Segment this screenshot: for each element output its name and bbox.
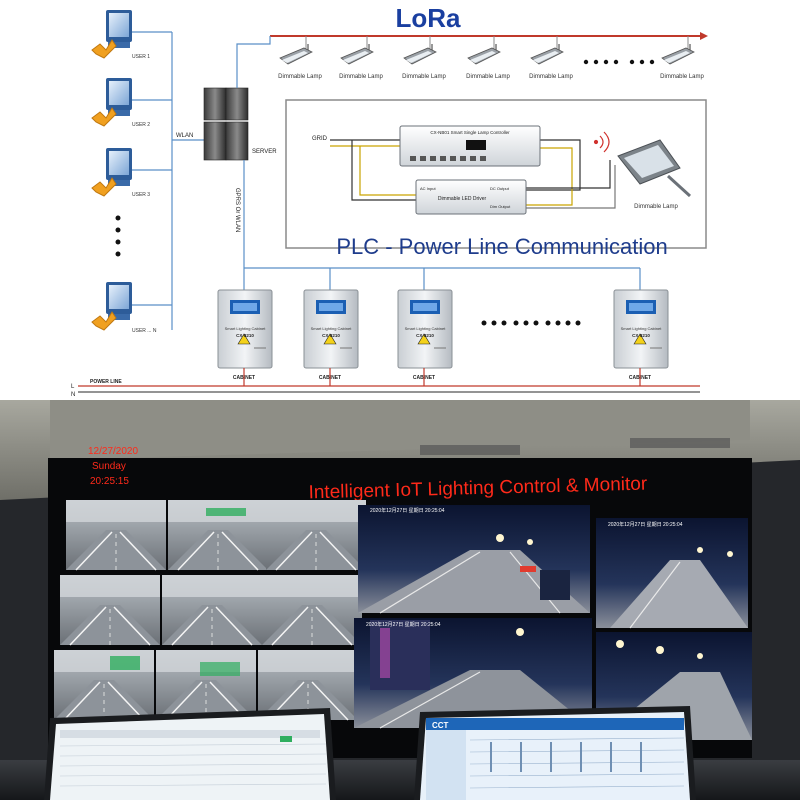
cabinet-model: CX-8210 [416, 333, 434, 338]
cabinet-3: Smart Lighting Cabinet CX-8210 CABINET [397, 289, 453, 381]
monitor-logo: CCT [432, 721, 449, 730]
dimmable-lamp-2: Dimmable Lamp [339, 36, 384, 80]
lamp-label: Dimmable Lamp [402, 74, 446, 80]
control-room-svg: 12/27/2020 Sunday 20:25:15 Intelligent I… [0, 400, 800, 800]
cabinet-name: Smart Lighting Cabinet [225, 326, 267, 331]
controller-label: CX-NB01 Smart Single Lamp Controller [430, 130, 510, 135]
dim-output-label: Dim Output [490, 204, 511, 209]
user-station-3: USER 3 [91, 147, 150, 198]
diagram-svg: LoRa Dimmable Lamp Dimmable Lamp [71, 3, 708, 398]
user-label: USER 1 [132, 54, 150, 60]
wall-day: Sunday [92, 461, 126, 472]
cabinet-model: CX-8210 [322, 333, 340, 338]
server-icon [203, 87, 249, 161]
cabinet-name: Smart Lighting Cabinet [621, 326, 663, 331]
right-monitor: CCT [414, 706, 696, 800]
user-station-1: USER 1 [91, 9, 150, 60]
tunnel-camera-grid [53, 499, 367, 721]
dimmable-lamp-5: Dimmable Lamp [529, 36, 574, 80]
lamp-label: Dimmable Lamp [529, 74, 573, 80]
camera-timestamp-3: 2020年12月27日 星期日 20:25:04 [366, 621, 441, 628]
grid-label: GRID [312, 136, 328, 142]
user-label: USER ... N [132, 328, 157, 334]
system-diagram: LoRa Dimmable Lamp Dimmable Lamp [71, 3, 708, 398]
driver-label: Dimmable LED Driver [438, 196, 487, 202]
user-station-2: USER 2 [91, 77, 150, 128]
power-line-label: POWER LINE [90, 379, 122, 385]
lora-title: LoRa [396, 3, 462, 33]
cabinet-ellipsis [481, 320, 581, 326]
wireless-signal-icon [593, 131, 610, 153]
user-label: USER 2 [132, 122, 150, 128]
left-monitor [44, 708, 336, 800]
gprs-label: GPRS Or WLAN [234, 188, 240, 232]
line-n-label: N [71, 392, 75, 398]
lamp-label: Dimmable Lamp [466, 74, 510, 80]
dimmable-lamp-4: Dimmable Lamp [466, 36, 511, 80]
plc-lamp-label: Dimmable Lamp [634, 204, 678, 210]
plc-title: PLC - Power Line Communication [336, 234, 667, 259]
lora-lamps: Dimmable Lamp Dimmable Lamp Dimmable Lam… [278, 36, 705, 80]
street-lamp-icon [617, 139, 692, 198]
lamp-label: Dimmable Lamp [339, 74, 383, 80]
wlan-label: WLAN [176, 133, 193, 139]
wall-time: 20:25:15 [90, 476, 129, 487]
user-station-n: USER ... N [91, 281, 157, 334]
dimmable-lamp-6: Dimmable Lamp [660, 36, 705, 80]
camera-timestamp-1: 2020年12月27日 星期日 20:25:04 [370, 507, 445, 514]
user-stations: USER 1 USER 2 USER 3 USER ... N [91, 9, 157, 334]
server-lora-link [236, 36, 271, 88]
camera-timestamp-2: 2020年12月27日 星期日 20:25:04 [608, 521, 683, 528]
dimmable-lamp-1: Dimmable Lamp [278, 36, 323, 80]
cabinet-2: Smart Lighting Cabinet CX-8210 CABINET [303, 289, 359, 381]
ac-input-label: AC Input [420, 186, 436, 191]
cabinet-name: Smart Lighting Cabinet [311, 326, 353, 331]
cabinet-network [243, 267, 641, 290]
cabinet-model: CX-8210 [236, 333, 254, 338]
cabinet-4: Smart Lighting Cabinet CX-8210 CABINET [613, 289, 669, 381]
user-ellipsis [115, 215, 121, 257]
cabinet-name: Smart Lighting Cabinet [405, 326, 447, 331]
dimmable-lamp-3: Dimmable Lamp [402, 36, 447, 80]
control-room-photo: 12/27/2020 Sunday 20:25:15 Intelligent I… [0, 400, 800, 800]
led-driver [415, 179, 527, 215]
lamp-label: Dimmable Lamp [660, 74, 704, 80]
wall-date: 12/27/2020 [88, 446, 138, 457]
wlan-network [132, 31, 204, 330]
line-l-label: L [71, 384, 75, 390]
cabinet-model: CX-8210 [632, 333, 650, 338]
user-label: USER 3 [132, 192, 150, 198]
power-lines [78, 368, 700, 393]
plc-wiring [330, 139, 616, 209]
lamp-ellipsis [583, 59, 655, 65]
server-label: SERVER [252, 149, 277, 155]
plc-box [285, 99, 707, 249]
cabinet-1: Smart Lighting Cabinet CX-8210 CABINET [217, 289, 273, 381]
lamp-label: Dimmable Lamp [278, 74, 322, 80]
dc-output-label: DC Output [490, 186, 510, 191]
